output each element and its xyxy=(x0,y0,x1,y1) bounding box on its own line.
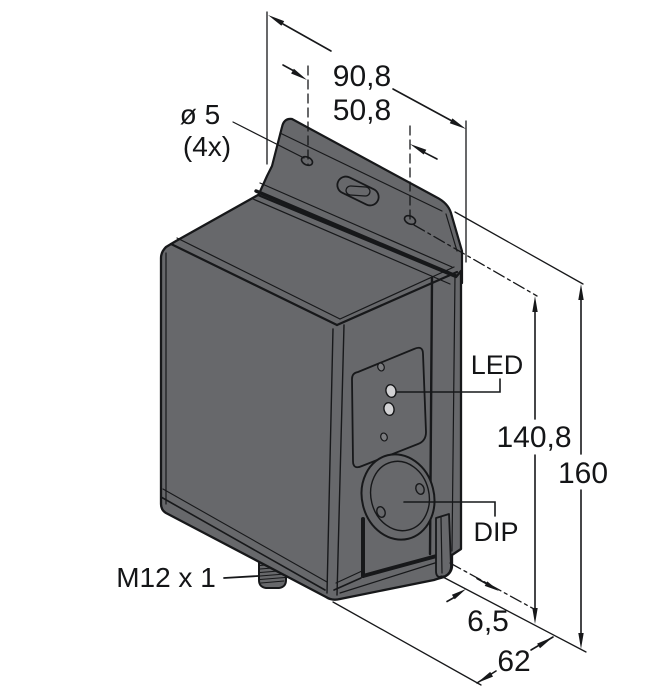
dip-cover-screw-left xyxy=(376,506,386,518)
sensor-device xyxy=(159,117,464,601)
top-edge-front xyxy=(335,270,459,327)
mounting-hole-right xyxy=(403,214,417,226)
led-panel-outline xyxy=(351,346,427,469)
dim-flange-width: 90,8 xyxy=(268,15,466,129)
arrowhead xyxy=(484,581,499,591)
dim-text-body-width: 62 xyxy=(497,645,530,678)
dim-text-height-total: 160 xyxy=(558,457,608,490)
corner-edge-near-a xyxy=(326,328,334,594)
dim-height-total: 160 xyxy=(558,284,608,649)
flange-edge-line xyxy=(445,213,458,252)
callout-led: LED xyxy=(396,350,524,393)
arrowhead xyxy=(268,15,285,26)
dim-text-rear-offset: 6,5 xyxy=(467,605,509,638)
arrowhead xyxy=(410,144,427,155)
flange-bend-line xyxy=(279,132,443,212)
label-dip: DIP xyxy=(473,517,518,547)
arrowhead xyxy=(578,284,584,300)
dim-text-hole-spacing: 50,8 xyxy=(333,94,391,127)
dip-cover-screw-right xyxy=(415,483,425,495)
dimension-annotations: 90,8 50,8 ø 5 (4x) 140,8 xyxy=(116,11,608,686)
arrowhead xyxy=(532,608,538,624)
arrowhead xyxy=(578,633,584,649)
panel-dot-bottom xyxy=(380,432,388,442)
top-edge-left xyxy=(169,242,339,327)
leader-line xyxy=(403,501,496,517)
dim-rear-offset: 6,5 xyxy=(446,577,509,638)
mounting-foot xyxy=(435,513,452,578)
led-indicator-2 xyxy=(383,401,395,417)
bottom-recess xyxy=(339,513,452,594)
bottom-bevel-front-b xyxy=(335,570,363,584)
mounting-foot-edge xyxy=(440,516,443,574)
top-ridge-lower xyxy=(252,198,451,285)
arrowhead xyxy=(537,637,553,649)
mounting-hole-left xyxy=(300,155,314,167)
led-indicator-1 xyxy=(385,383,397,399)
dim-height-to-holes: 140,8 xyxy=(496,296,572,624)
top-chamfer-left xyxy=(176,237,341,320)
bottom-bevel-front-a xyxy=(333,577,362,591)
bottom-bevel-left-a xyxy=(160,496,326,591)
label-led: LED xyxy=(471,350,524,380)
arrowhead xyxy=(451,589,466,600)
callout-dip: DIP xyxy=(403,501,519,547)
leader-line xyxy=(232,121,305,159)
arrowhead xyxy=(532,296,538,312)
dip-cover xyxy=(360,453,436,541)
leader-line xyxy=(396,378,501,393)
dim-hole-spacing: 50,8 xyxy=(282,64,438,160)
panel-dot-top xyxy=(377,362,385,372)
top-chamfer-front xyxy=(339,266,455,320)
top-ridge-upper xyxy=(259,182,453,268)
dim-text-flange-width: 90,8 xyxy=(333,60,391,93)
centerline-holes-diagonal xyxy=(413,224,538,297)
dim-body-width: 62 xyxy=(476,636,554,684)
arrowhead xyxy=(291,68,307,80)
recess-wall-bottom xyxy=(361,552,446,578)
mounting-flange xyxy=(256,117,464,285)
callout-connector: M12 x 1 xyxy=(116,562,259,593)
arrowhead xyxy=(477,671,493,683)
leader-line xyxy=(223,575,259,579)
extension-line-top-right xyxy=(454,211,584,285)
bottom-bevel-left-b xyxy=(162,488,328,583)
led-panel xyxy=(351,346,427,469)
recess-edge-line xyxy=(339,561,439,594)
callout-text-hole-diameter: ø 5 xyxy=(180,99,220,130)
callout-text-hole-count: (4x) xyxy=(183,131,231,162)
dim-text-height-to-holes: 140,8 xyxy=(496,421,571,454)
corner-edge-right-outer xyxy=(451,274,456,552)
label-connector: M12 x 1 xyxy=(116,562,216,593)
arrowhead xyxy=(449,118,466,129)
extension-line-bottom-left xyxy=(332,601,482,686)
corner-edge-near-b xyxy=(336,324,345,596)
callout-mounting-holes: ø 5 (4x) xyxy=(180,99,305,162)
extension-line-bottom-right xyxy=(440,575,587,653)
top-ridge-main xyxy=(254,189,458,278)
mounting-slot xyxy=(336,175,380,207)
